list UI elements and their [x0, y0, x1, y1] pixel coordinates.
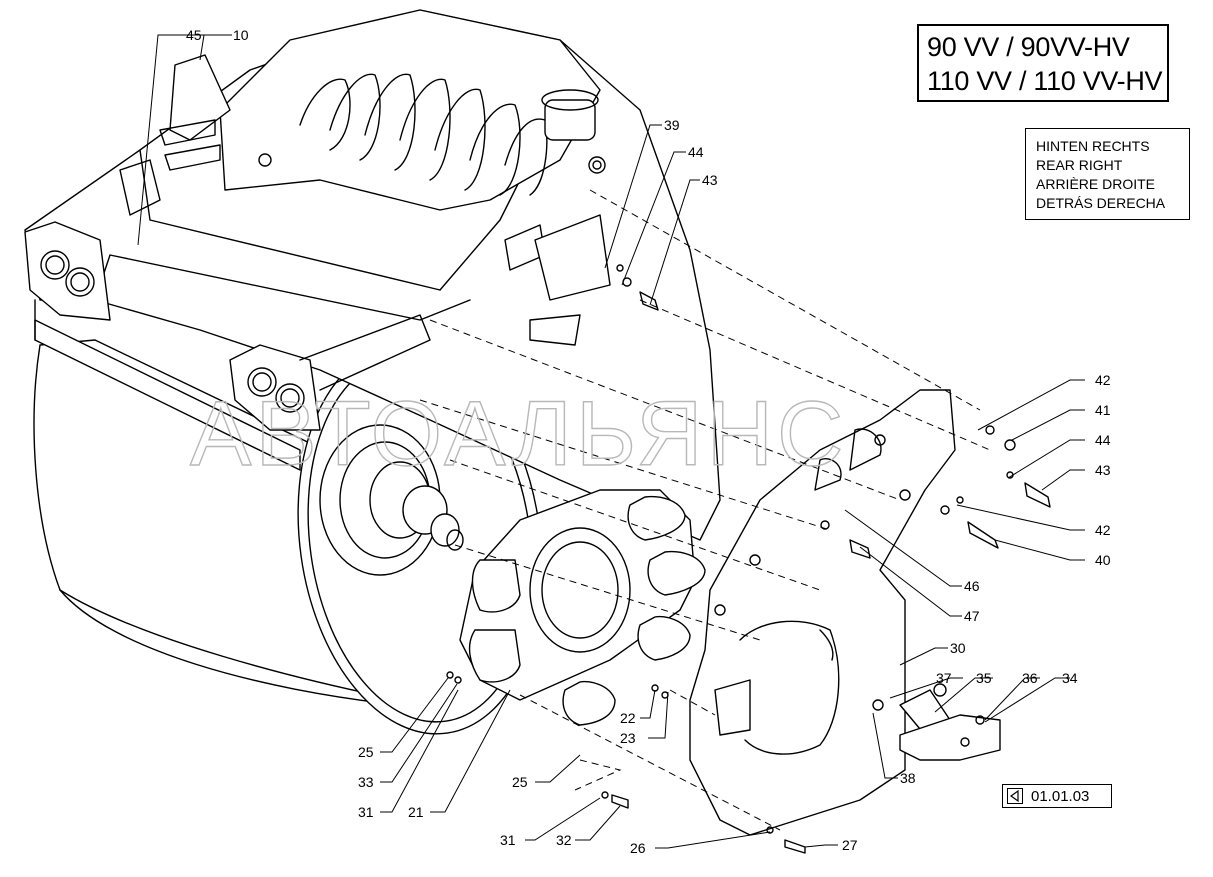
- alignment-lines: [419, 189, 991, 831]
- bearing-flange: [319, 424, 464, 576]
- callout-numbers: 45 10 39 44 43 42 41 44 43 42 40 46 47 3…: [186, 27, 1111, 856]
- reference-number: 01.01.03: [1031, 788, 1090, 805]
- callout-31: 31: [358, 804, 374, 820]
- position-en: REAR RIGHT: [1036, 157, 1123, 173]
- callout-21: 21: [408, 804, 424, 820]
- callout-36: 36: [1022, 670, 1038, 686]
- callout-43b: 43: [1095, 462, 1111, 478]
- callout-35: 35: [976, 670, 992, 686]
- side-plate: [689, 389, 956, 836]
- position-fr: ARRIÈRE DROITE: [1036, 176, 1156, 192]
- callout-41: 41: [1095, 402, 1111, 418]
- callout-42: 42: [1095, 372, 1111, 388]
- watermark-text: АВТОАЛЬЯНС: [190, 383, 848, 485]
- callout-42b: 42: [1095, 522, 1111, 538]
- callout-45: 45: [186, 27, 202, 43]
- position-es: DETRÁS DERECHA: [1036, 195, 1166, 211]
- leader-lines: [137, 34, 1085, 849]
- callout-33: 33: [358, 774, 374, 790]
- position-de: HINTEN RECHTS: [1036, 138, 1150, 154]
- callout-38: 38: [900, 770, 916, 786]
- callout-10: 10: [233, 27, 249, 43]
- callout-31b: 31: [500, 832, 516, 848]
- callout-39: 39: [664, 117, 680, 133]
- flange-plate: [459, 489, 706, 726]
- model-line-1: 90 VV / 90VV-HV: [927, 32, 1130, 62]
- machine-frame: [24, 9, 721, 541]
- callout-30: 30: [950, 640, 966, 656]
- position-label-box: HINTEN RECHTS REAR RIGHT ARRIÈRE DROITE …: [1025, 128, 1190, 220]
- callout-26: 26: [630, 840, 646, 856]
- callout-23: 23: [620, 730, 636, 746]
- reference-arrow-icon: [1007, 788, 1023, 804]
- model-line-2: 110 VV / 110 VV-HV: [927, 66, 1163, 96]
- callout-34: 34: [1062, 670, 1078, 686]
- callout-44b: 44: [1095, 432, 1111, 448]
- callout-27: 27: [842, 837, 858, 853]
- callout-46: 46: [964, 578, 980, 594]
- callout-32: 32: [556, 832, 572, 848]
- callout-47: 47: [964, 608, 980, 624]
- model-designation-box: 90 VV / 90VV-HV 110 VV / 110 VV-HV: [917, 24, 1169, 102]
- callout-44: 44: [688, 144, 704, 160]
- callout-40: 40: [1095, 552, 1111, 568]
- mounting-bracket: [899, 683, 1001, 761]
- callout-22: 22: [620, 710, 636, 726]
- callout-25b: 25: [512, 774, 528, 790]
- callout-25: 25: [358, 744, 374, 760]
- callout-37: 37: [936, 670, 952, 686]
- reference-link-box[interactable]: 01.01.03: [1002, 784, 1112, 808]
- callout-43: 43: [702, 172, 718, 188]
